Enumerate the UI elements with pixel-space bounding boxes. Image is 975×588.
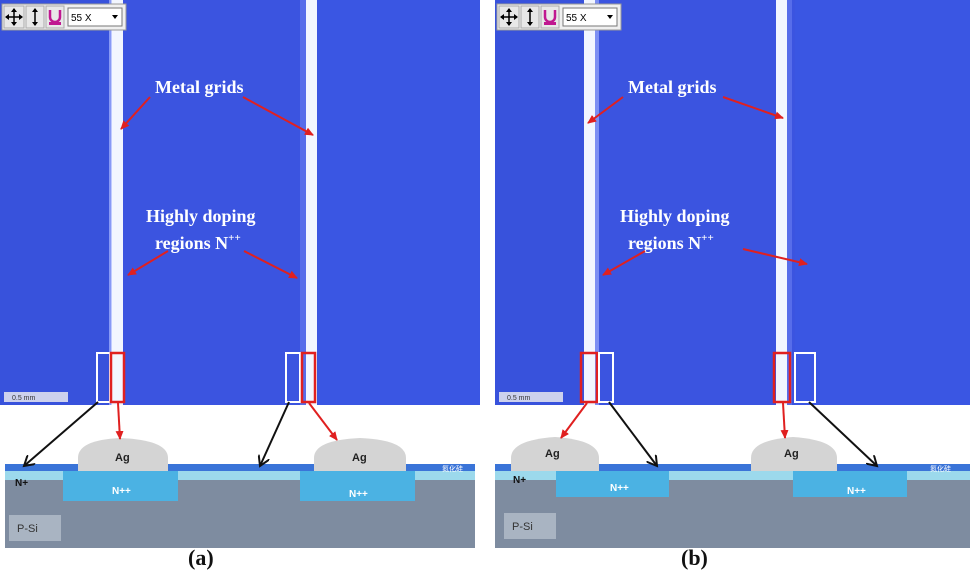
scale-bar: 0.5 mm — [499, 392, 563, 402]
panel-b-figure: 55 X 0.5 mm Metal grids Highly doping re… — [495, 0, 970, 570]
arrow-metal-grid-right — [242, 96, 314, 136]
metal-grid-line — [111, 0, 123, 405]
svg-text:N+: N+ — [513, 475, 526, 486]
nitride-layer — [495, 464, 970, 471]
svg-text:N++: N++ — [349, 489, 368, 500]
doping-label-line1: Highly doping — [146, 206, 256, 226]
ag-contact — [78, 438, 168, 471]
ag-contact — [511, 437, 599, 471]
n-pp-region — [556, 471, 669, 497]
svg-text:Ag: Ag — [352, 452, 367, 464]
magnet-icon[interactable] — [540, 5, 560, 29]
vertical-measure-icon[interactable] — [520, 5, 540, 29]
svg-text:Ag: Ag — [115, 452, 130, 464]
highlight-box-white — [285, 352, 301, 403]
metal-grids-label: Metal grids — [155, 77, 243, 97]
arrow-doping-right — [742, 248, 808, 267]
panel-a: 55 X 0.5 mm Metal grids Highly doping re… — [0, 0, 480, 583]
metal-grid-line — [584, 0, 595, 405]
n-pp-region — [793, 471, 907, 497]
panel-label: (a) — [188, 545, 214, 570]
cross-section: Ag Ag N+ N++ N++ 氮化硅 P-Si — [495, 437, 970, 548]
n-pp-region — [300, 471, 415, 501]
pan-icon[interactable] — [498, 5, 520, 29]
arrow-white-box-down — [260, 401, 290, 466]
chevron-down-icon — [607, 15, 613, 19]
cross-section: Ag Ag N+ N++ N++ 氮化硅 P-Si — [5, 438, 475, 548]
scale-bar: 0.5 mm — [4, 392, 68, 402]
metal-grid-line — [776, 0, 787, 405]
svg-text:Ag: Ag — [545, 448, 560, 460]
svg-text:Ag: Ag — [784, 448, 799, 460]
magnet-icon[interactable] — [45, 5, 65, 29]
panel-label: (b) — [681, 545, 708, 570]
doping-label-line2: regions N++ — [155, 232, 241, 253]
highlight-box-red — [109, 351, 126, 404]
n-plus-layer — [5, 471, 475, 480]
arrow-red-box-down — [308, 402, 338, 441]
zoom-value: 55 X — [566, 13, 587, 24]
arrow-red-box-down — [780, 402, 789, 439]
doping-label-line1: Highly doping — [620, 206, 730, 226]
toolbar: 55 X — [496, 3, 622, 31]
svg-text:0.5 mm: 0.5 mm — [12, 395, 36, 402]
metal-grids-label: Metal grids — [628, 77, 716, 97]
arrow-metal-grid-left — [587, 96, 624, 124]
doping-label-line2: regions N++ — [628, 232, 714, 253]
svg-text:氮化硅: 氮化硅 — [930, 464, 951, 473]
n-pp-region — [63, 471, 178, 501]
highlight-box-red — [772, 351, 792, 404]
svg-text:P-Si: P-Si — [17, 523, 38, 535]
highlight-box-red — [300, 351, 317, 404]
panel-a-figure: 55 X 0.5 mm Metal grids Highly doping re… — [0, 0, 480, 570]
n-plus-layer — [495, 471, 970, 480]
arrow-metal-grid-right — [722, 96, 784, 120]
highlight-box-red — [579, 351, 599, 404]
nitride-layer — [5, 464, 475, 471]
highlight-box-white — [598, 352, 614, 403]
panel-b: 55 X 0.5 mm Metal grids Highly doping re… — [495, 0, 975, 583]
zoom-select[interactable]: 55 X — [67, 7, 123, 27]
chevron-down-icon — [112, 15, 118, 19]
pan-icon[interactable] — [3, 5, 25, 29]
toolbar: 55 X — [1, 3, 127, 31]
highlight-box-white — [794, 352, 816, 403]
arrow-red-box-down — [560, 402, 588, 439]
svg-text:N++: N++ — [847, 486, 866, 497]
ag-contact — [314, 438, 406, 471]
svg-text:氮化硅: 氮化硅 — [442, 464, 463, 473]
svg-text:P-Si: P-Si — [512, 521, 533, 533]
svg-text:N+: N+ — [15, 478, 28, 489]
vertical-measure-icon[interactable] — [25, 5, 45, 29]
svg-text:N++: N++ — [112, 486, 131, 497]
metal-grid-line — [306, 0, 317, 405]
arrow-white-box-down — [808, 401, 877, 466]
arrow-white-box-down — [24, 401, 99, 466]
svg-text:0.5 mm: 0.5 mm — [507, 395, 531, 402]
arrow-doping-left — [602, 250, 646, 276]
arrow-doping-right — [243, 250, 298, 279]
zoom-value: 55 X — [71, 13, 92, 24]
ag-contact — [751, 437, 837, 471]
zoom-select[interactable]: 55 X — [562, 7, 618, 27]
arrow-metal-grid-left — [120, 96, 151, 130]
arrow-red-box-down — [115, 402, 124, 440]
arrow-doping-left — [127, 250, 169, 276]
svg-text:N++: N++ — [610, 483, 629, 494]
arrow-white-box-down — [608, 401, 657, 466]
